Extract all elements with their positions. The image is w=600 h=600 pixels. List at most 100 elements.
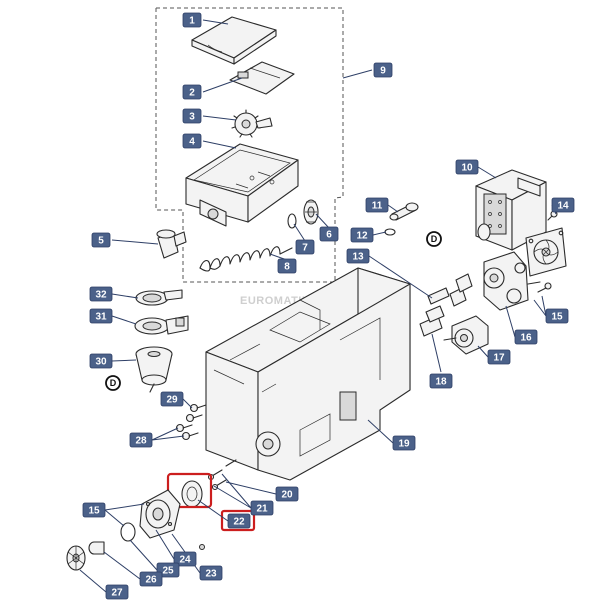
part-fitting: [419, 273, 473, 337]
part-sprocket: [231, 109, 273, 138]
callout-label: 27: [111, 588, 123, 599]
part-gasket: [120, 522, 136, 542]
reference-mark-m2: D: [105, 375, 121, 391]
callout-c6: 6: [319, 226, 339, 242]
callout-c26: 26: [139, 571, 163, 587]
callout-c15: 15: [545, 308, 569, 324]
reference-marks: DD: [105, 231, 442, 391]
callout-c1: 1: [182, 12, 202, 28]
highlight-box-label-22: [220, 509, 256, 532]
callout-label: 22: [233, 517, 245, 528]
callout-c13: 13: [346, 248, 370, 264]
callout-label: 1: [189, 16, 195, 27]
callout-c31: 31: [89, 308, 113, 324]
callout-label: 13: [352, 252, 364, 263]
part-screws: [175, 403, 207, 441]
callout-c22: 22: [227, 513, 251, 529]
part-gear-motor: [475, 169, 547, 251]
callout-c7: 7: [295, 239, 315, 255]
callout-c10: 10: [455, 159, 479, 175]
callout-badges: 1234567891011121314151617181920212223242…: [82, 12, 575, 600]
callout-label: 30: [95, 357, 107, 368]
part-valve: [443, 315, 489, 355]
callout-label: 3: [189, 112, 195, 123]
callout-label: 19: [398, 439, 410, 450]
part-spout: [156, 229, 187, 259]
callout-label: 15: [88, 506, 100, 517]
callout-c32: 32: [89, 286, 113, 302]
callout-label: 25: [162, 566, 174, 577]
callout-label: 15: [551, 312, 563, 323]
callout-c21: 21: [250, 500, 274, 516]
callout-label: 24: [179, 555, 191, 566]
callout-label: 31: [95, 312, 107, 323]
callout-c18: 18: [429, 373, 453, 389]
leader-lines: [79, 19, 557, 593]
callout-label: 23: [205, 569, 217, 580]
callout-c12: 12: [350, 227, 374, 243]
part-bushing: [88, 541, 105, 555]
callout-c9: 9: [373, 62, 393, 78]
callout-label: 7: [302, 243, 308, 254]
callout-label: 8: [284, 262, 290, 273]
callout-label: 9: [380, 66, 386, 77]
part-ring-cap: [135, 289, 183, 306]
callout-label: 6: [326, 230, 332, 241]
callout-c16: 16: [514, 329, 538, 345]
part-hopper-container: [185, 143, 299, 227]
callout-c20: 20: [275, 486, 299, 502]
part-small-nut: [199, 544, 205, 550]
part-mixer-housing: [139, 489, 181, 539]
callout-c17: 17: [487, 349, 511, 365]
callout-label: 29: [166, 395, 178, 406]
callout-c25: 25: [156, 562, 180, 578]
callout-label: 10: [461, 163, 473, 174]
callout-c19: 19: [392, 435, 416, 451]
reference-mark-m1: D: [426, 231, 442, 247]
callout-c2: 2: [182, 84, 202, 100]
callout-label: 12: [356, 231, 368, 242]
callout-label: 2: [189, 88, 195, 99]
callout-c30: 30: [89, 353, 113, 369]
callout-label: 14: [557, 201, 569, 212]
callout-c14: 14: [551, 197, 575, 213]
part-diaphragm: [181, 480, 203, 508]
callout-c24: 24: [173, 551, 197, 567]
callout-label: 21: [256, 504, 268, 515]
callout-c15b: 15: [82, 502, 106, 518]
part-impeller: [66, 545, 86, 571]
callout-label: 18: [435, 377, 447, 388]
reference-mark-label: D: [431, 234, 438, 244]
callout-label: 28: [135, 436, 147, 447]
callout-label: 26: [145, 575, 157, 586]
part-collar: [134, 315, 189, 335]
part-fan: [525, 227, 567, 277]
part-ring: [287, 213, 297, 229]
part-main-frame: [205, 267, 411, 481]
callout-label: 32: [95, 290, 107, 301]
callout-c5: 5: [91, 232, 111, 248]
part-mixing-bowl: [135, 346, 173, 393]
part-hinge-plate: [229, 61, 295, 95]
part-gear: [303, 199, 319, 225]
part-oring: [384, 228, 396, 236]
callout-label: 17: [493, 353, 505, 364]
callout-label: 11: [372, 201, 383, 212]
callout-label: 20: [281, 490, 293, 501]
part-pump: [483, 251, 541, 311]
callout-label: 16: [520, 333, 532, 344]
callout-c3: 3: [182, 108, 202, 124]
part-lid: [191, 16, 277, 65]
callout-c4: 4: [182, 133, 202, 149]
hopper-group-outline: [155, 7, 344, 283]
callout-label: 4: [189, 137, 195, 148]
callout-c23: 23: [199, 565, 223, 581]
callout-c27: 27: [105, 584, 129, 600]
reference-mark-label: D: [110, 378, 117, 388]
part-auger-spring: [199, 246, 293, 272]
part-pin: [389, 202, 419, 221]
callout-c8: 8: [277, 258, 297, 274]
callout-label: 5: [98, 236, 104, 247]
